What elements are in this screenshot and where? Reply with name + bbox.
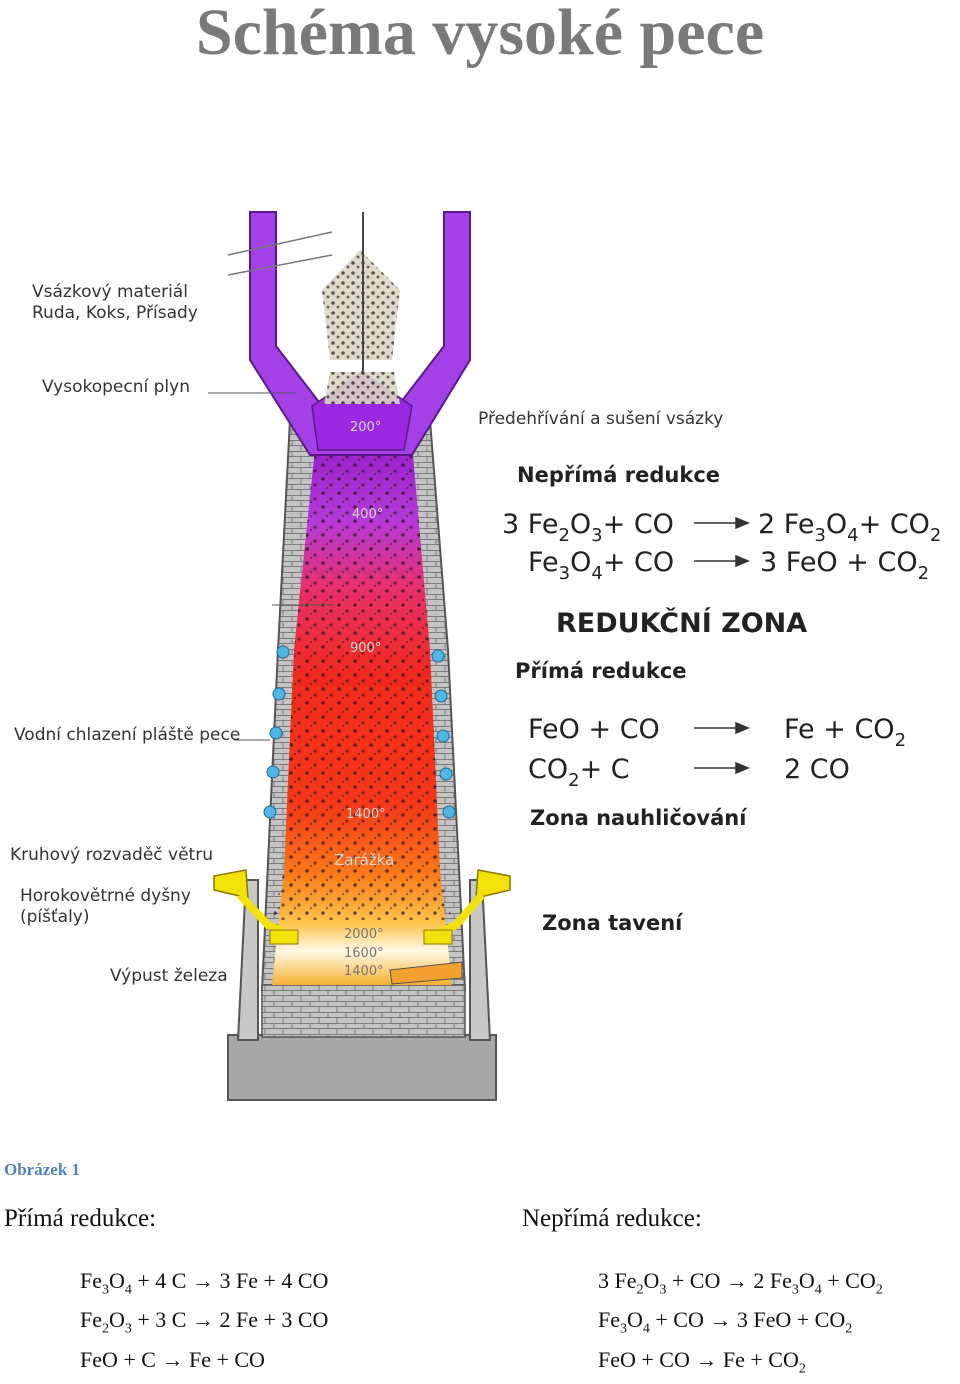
direct-equation-3: FeO + C → Fe + CO [80, 1346, 265, 1372]
eq-indirect-1-right: 2 Fe3O4+ CO2 [758, 509, 941, 546]
temp-2000: 2000° [344, 927, 384, 942]
iron-tap-hole [389, 961, 463, 985]
indirect-equations: 3 Fe2O3 + CO → 2 Fe3O4 + CO2 Fe3O4 + CO … [598, 1266, 883, 1384]
label-charge-contents: Ruda, Koks, Přísady [32, 303, 198, 323]
indirect-equation-3: FeO + CO → Fe + CO2 [598, 1346, 806, 1377]
temp-1600: 1600° [344, 946, 384, 961]
temp-1400-lower: 1400° [344, 964, 384, 979]
label-tuyeres: Horokovětrné dyšny [20, 886, 191, 906]
reaction-arrows [694, 516, 750, 775]
furnace-fill [272, 420, 452, 985]
figure-caption: Obrázek 1 [4, 1160, 81, 1179]
heading-melting-zone: Zona tavení [542, 911, 684, 935]
label-charge-material: Vsázkový materiál [32, 282, 188, 302]
support-legs [236, 879, 492, 1041]
indirect-reduction-heading: Nepřímá redukce: [522, 1205, 702, 1232]
page-title: Schéma vysoké pece [195, 0, 765, 69]
eq-direct-2-right: 2 CO [784, 754, 850, 785]
right-labels: Předehřívání a sušení vsázky Nepřímá red… [478, 409, 941, 935]
heading-direct-reduction: Přímá redukce [515, 659, 687, 683]
label-preheating: Předehřívání a sušení vsázky [478, 409, 723, 429]
temp-900: 900° [350, 641, 381, 656]
tuyeres [213, 869, 511, 945]
eq-indirect-1-left: 3 Fe2O3+ CO [502, 509, 674, 546]
label-water-cooling: Vodní chlazení pláště pece [14, 725, 240, 745]
leader-lines [208, 392, 334, 741]
blockage-label: Zarážka [334, 851, 394, 869]
direct-equation-2: Fe2O3 + 3 C → 2 Fe + 3 CO [80, 1307, 329, 1337]
temperature-labels: 200° 400° 900° 1400° Zarážka 2000° 1600°… [334, 420, 394, 979]
water-cooling-spheres [263, 645, 456, 819]
blast-furnace-diagram: 200° 400° 900° 1400° Zarážka 2000° 1600°… [10, 211, 941, 1101]
heading-indirect-reduction: Nepřímá redukce [517, 463, 720, 487]
indirect-equation-2: Fe3O4 + CO → 3 FeO + CO2 [598, 1307, 853, 1337]
eq-direct-1-left: FeO + CO [528, 714, 660, 745]
heading-carburization-zone: Zona nauhličování [530, 806, 748, 830]
temp-400: 400° [352, 507, 383, 522]
temp-200: 200° [350, 420, 381, 435]
temp-1400-upper: 1400° [346, 807, 386, 822]
indirect-equation-1: 3 Fe2O3 + CO → 2 Fe3O4 + CO2 [598, 1268, 883, 1298]
left-labels: Vsázkový materiál Ruda, Koks, Přísady Vy… [10, 282, 240, 986]
direct-equation-1: Fe3O4 + 4 C → 3 Fe + 4 CO [80, 1268, 329, 1298]
eq-direct-2-left: CO2+ C [528, 754, 630, 791]
direct-equations: Fe3O4 + 4 C → 3 Fe + 4 CO Fe2O3 + 3 C → … [80, 1266, 328, 1375]
label-tuyeres-note: (píšťaly) [20, 907, 90, 927]
label-blast-gas: Vysokopecní plyn [42, 377, 190, 397]
eq-indirect-2-right: 3 FeO + CO2 [760, 547, 929, 584]
direct-reduction-heading: Přímá redukce: [4, 1205, 157, 1232]
eq-direct-1-right: Fe + CO2 [784, 714, 906, 751]
heading-reduction-zone: REDUKČNÍ ZONA [556, 607, 807, 639]
label-ring-main: Kruhový rozvaděč větru [10, 845, 213, 865]
eq-indirect-2-left: Fe3O4+ CO [528, 547, 674, 584]
charging-hopper [227, 211, 471, 456]
label-iron-tap: Výpust železa [110, 966, 228, 986]
